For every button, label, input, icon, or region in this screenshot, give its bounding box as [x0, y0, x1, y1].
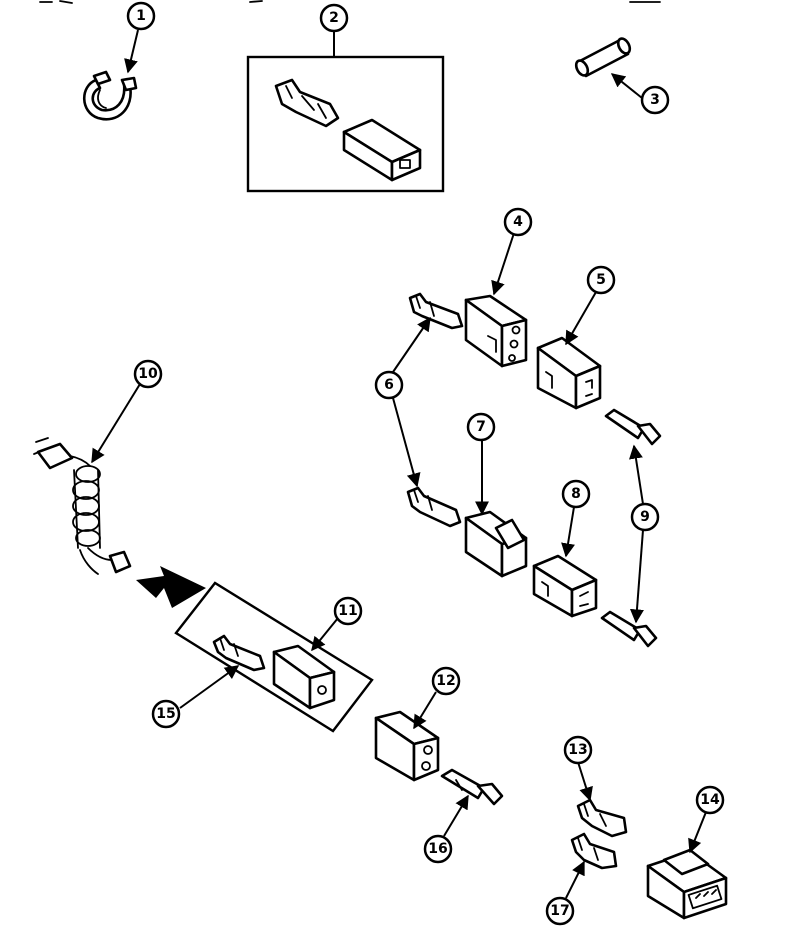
leader-6a [392, 316, 431, 373]
part-11-housing [272, 644, 336, 710]
part-6-terminal-lower [406, 486, 462, 528]
leader-16 [443, 794, 469, 837]
leader-6b [392, 397, 421, 488]
callout-12: 12 [431, 666, 461, 696]
callout-6: 6 [374, 370, 404, 400]
callout-16: 16 [423, 834, 453, 864]
leader-4 [491, 232, 515, 296]
callout-14: 14 [695, 785, 725, 815]
svg-text:17: 17 [550, 903, 569, 919]
callout-4: 4 [503, 207, 533, 237]
callout-5: 5 [586, 265, 616, 295]
part-12-housing [374, 710, 440, 782]
leader-17 [565, 860, 585, 899]
part-4-housing [464, 294, 528, 368]
top-edge-fragments [39, 0, 661, 4]
leader-1 [124, 29, 139, 74]
leader-9a [629, 444, 644, 505]
leader-15 [179, 665, 240, 709]
leader-11 [311, 617, 339, 652]
svg-text:14: 14 [700, 792, 720, 808]
callout-8: 8 [561, 479, 591, 509]
callout-11: 11 [333, 596, 363, 626]
part-13-terminal [576, 798, 628, 838]
svg-text:1: 1 [136, 8, 146, 24]
leader-3 [610, 73, 643, 99]
svg-text:3: 3 [650, 92, 660, 108]
leader-14 [688, 811, 707, 854]
leader-5 [565, 291, 597, 346]
leader-10 [91, 383, 141, 464]
callout-2: 2 [319, 3, 349, 33]
svg-text:7: 7 [476, 419, 486, 435]
svg-text:15: 15 [156, 706, 175, 722]
callout-17: 17 [545, 896, 575, 926]
part-3-sleeve [574, 37, 632, 78]
part-14-housing [646, 848, 728, 920]
leader-8 [561, 506, 575, 558]
part-7-housing [464, 510, 528, 578]
callout-9: 9 [630, 502, 660, 532]
svg-text:4: 4 [513, 214, 523, 230]
callout-1: 1 [126, 1, 156, 31]
svg-text:12: 12 [436, 673, 455, 689]
part-15-terminal [212, 634, 266, 672]
leader-9b [629, 529, 644, 624]
callout-7: 7 [466, 412, 496, 442]
part-8-housing [532, 554, 598, 618]
part-2-housing [342, 118, 422, 182]
part-9-pin-upper [604, 408, 662, 446]
callout-13: 13 [563, 735, 593, 765]
callout-10: 10 [133, 359, 163, 389]
svg-text:13: 13 [568, 742, 587, 758]
svg-text:6: 6 [384, 377, 394, 393]
leader-13 [577, 761, 593, 802]
part-5-housing [536, 336, 602, 410]
part-16-pin [440, 768, 504, 806]
part-2-frame [246, 55, 445, 193]
part-10-power-cord [33, 437, 132, 575]
leader-12 [413, 691, 437, 730]
part-1-cable-clamp [82, 70, 138, 121]
part-2-terminal [274, 78, 340, 128]
part-6-terminal-upper [408, 292, 464, 330]
callout-3: 3 [640, 85, 670, 115]
svg-text:16: 16 [428, 841, 447, 857]
part-9-pin-lower [600, 610, 658, 648]
inset-frame [174, 581, 374, 733]
callout-15: 15 [151, 699, 181, 729]
svg-text:5: 5 [596, 272, 606, 288]
svg-text:8: 8 [571, 486, 581, 502]
svg-text:11: 11 [338, 603, 357, 619]
part-17-terminal [570, 832, 618, 870]
svg-text:2: 2 [329, 10, 339, 26]
direction-arrow [136, 566, 206, 608]
svg-text:10: 10 [138, 366, 158, 382]
svg-text:9: 9 [640, 509, 650, 525]
